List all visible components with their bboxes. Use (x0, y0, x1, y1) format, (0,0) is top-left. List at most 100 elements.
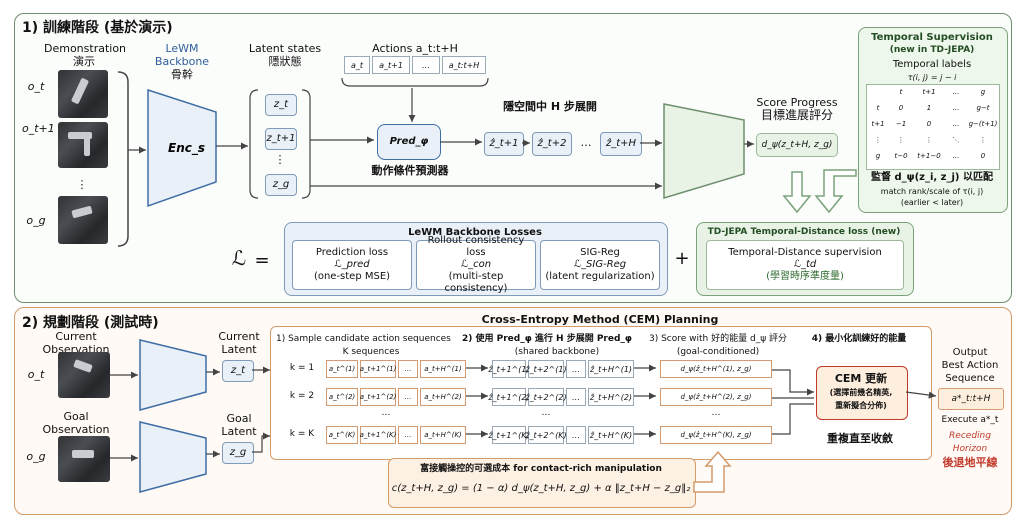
cem-rows-dots-a: … (381, 408, 391, 418)
cem-rollout-cell: ẑ_t+H^(1) (588, 360, 634, 378)
cem-action-cell: … (398, 426, 418, 444)
cem-row-k-label: k = 1 (289, 363, 315, 373)
cem-rows-dots-z: … (541, 408, 551, 418)
cost-box (388, 458, 696, 508)
cem-score-cell: d_ψ(ẑ_t+H^(2), z_g) (660, 388, 772, 406)
cem-rollout-cell: ẑ_t+2^(1) (525, 360, 567, 378)
goal-obs-sym: o_g (26, 450, 46, 463)
latent-z-t: z_t (265, 94, 297, 116)
cem-rollout-cell: ẑ_t+H^(K) (588, 426, 634, 444)
cem-action-cell: a_t+H^(2) (420, 388, 466, 406)
encoder-bottom-label: Enc_θ (152, 447, 192, 461)
goal-latent-box: z_g (222, 442, 254, 464)
demo-frame-3 (58, 196, 108, 244)
temporal-col-header: t (899, 88, 903, 96)
temporal-cell: −1 (895, 120, 907, 128)
cem-rollout-cell: … (566, 426, 586, 444)
action-a-tH: a_t:t+H (442, 56, 486, 74)
temporal-cell: 0 (926, 120, 932, 128)
cem-title: Cross-Entropy Method (CEM) Planning (481, 313, 719, 326)
cost-title: 富接觸操控的可選成本 for contact-rich manipulation (420, 464, 662, 474)
cem-row-k-label: k = K (289, 429, 315, 439)
current-latent-box: z_t (222, 360, 254, 382)
cem-rollout-cell: … (566, 388, 586, 406)
temporal-cell: t+1−0 (917, 152, 941, 160)
latent-z-g: z_g (265, 174, 297, 196)
temporal-cell: … (952, 152, 960, 160)
temporal-cell: ⋮ (897, 136, 905, 144)
latent-z-t1: z_t+1 (265, 128, 297, 150)
loss-symbol: ℒ (231, 246, 247, 270)
planning-phase-title: 2) 規劃階段 (測試時) (22, 315, 159, 331)
cem-step-3: 3) Score with 好的能量 d_ψ 評分(goal-condition… (649, 334, 787, 357)
temporal-cell: t+1 (871, 120, 885, 128)
cem-action-cell: a_t+1^(2) (360, 388, 396, 406)
cem-action-cell: a_t+H^(K) (420, 426, 466, 444)
goal-obs-frame (58, 436, 110, 482)
cem-step-2: 2) 使用 Pred_φ 進行 H 步展開 Pred_φ(shared back… (462, 334, 632, 357)
rollout-label: 隱空間中 H 步展開 (503, 100, 597, 113)
cem-action-cell: a_t+H^(1) (420, 360, 466, 378)
temporal-cell: ⋮ (925, 136, 933, 144)
temporal-cell: t−0 (894, 152, 908, 160)
energy-head-symbol: d_ψ (695, 160, 715, 173)
cem-action-cell: a_t+1^(K) (360, 426, 396, 444)
current-obs-sym: o_t (27, 368, 45, 381)
cem-action-cell: … (398, 360, 418, 378)
backbone-losses-title: LeWM Backbone Losses (408, 227, 542, 238)
repeat-label: 重複直至收斂 (827, 432, 893, 445)
cem-rollout-cell: ẑ_t+1^(1) (488, 360, 530, 378)
temporal-title: Temporal Supervision(new in TD-JEPA) (871, 32, 993, 55)
temporal-cell: … (952, 104, 960, 112)
latent-dots: ⋮ (274, 153, 286, 166)
temporal-cell: 1 (926, 104, 932, 112)
cem-rollout-cell: ẑ_t+H^(2) (588, 388, 634, 406)
cem-row-k-label: k = 2 (289, 391, 315, 401)
predictor-box: Pred_φ (377, 124, 441, 160)
loss-plus: + (674, 248, 690, 269)
action-dots: … (412, 56, 440, 74)
encoder-top-label: Enc_θ (152, 363, 192, 377)
rollout-z1: ẑ_t+1 (484, 132, 524, 156)
rollout-z2: ẑ_t+2 (532, 132, 572, 156)
cem-step-4: 4) 最小化訓練好的能量 (811, 334, 907, 344)
cem-action-cell: a_t+1^(1) (360, 360, 396, 378)
cem-score-cell: d_ψ(ẑ_t+H^(K), z_g) (660, 426, 772, 444)
temporal-cell: … (952, 120, 960, 128)
temporal-cell: g−t (976, 104, 990, 112)
cem-update-box (816, 366, 908, 420)
training-phase-title: 1) 訓練階段 (基於演示) (22, 20, 173, 36)
cost-formula: c(z_t+H, z_g) = (1 − α) d_ψ(z_t+H, z_g) … (391, 483, 691, 494)
demo-frame-1 (58, 70, 108, 118)
cem-rollout-cell: … (566, 360, 586, 378)
action-a-t: a_t (344, 56, 370, 74)
temporal-cell: ⋱ (952, 136, 960, 144)
temporal-cell: 0 (898, 104, 904, 112)
cem-rollout-cell: ẑ_t+1^(2) (488, 388, 530, 406)
execute-label: Execute a*_t (941, 415, 999, 425)
rollout-dots: … (580, 136, 592, 149)
action-a-t1: a_t+1 (372, 56, 410, 74)
temporal-cell: g−(t+1) (968, 120, 998, 128)
receding-horizon-cn: 後退地平線 (942, 456, 998, 469)
temporal-cell: ⋮ (874, 136, 882, 144)
score-expr: d_ψ(z_t+H, z_g) (756, 133, 838, 157)
temporal-note-2: match rank/scale of τ(i, j) (880, 187, 984, 196)
demo-frame-2 (58, 122, 108, 168)
temporal-cell: ⋮ (979, 136, 987, 144)
cem-rollout-cell: ẑ_t+1^(K) (488, 426, 530, 444)
temporal-cell: 0 (980, 152, 986, 160)
